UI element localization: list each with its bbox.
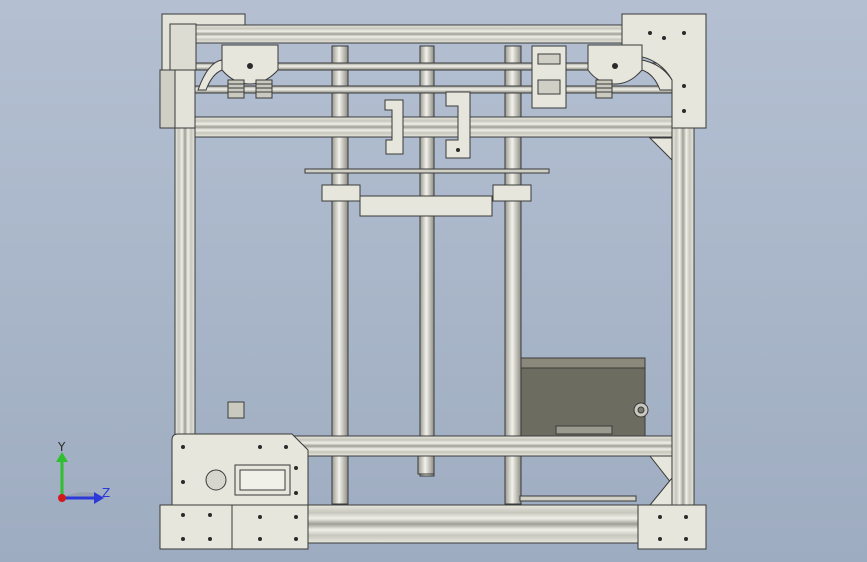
pulley-lower-left [227, 401, 245, 419]
bottom-left-bracket [231, 504, 309, 550]
idler-arm-left [197, 59, 223, 91]
lead-screw-stub [417, 455, 435, 475]
bottom-right-corner-plate [637, 504, 707, 550]
top-left-block [169, 23, 197, 71]
bed-support-bar [304, 168, 550, 174]
bed-bracket [359, 195, 493, 217]
coordinate-triad: Y Z [48, 440, 128, 520]
idler-arm-right [641, 59, 673, 91]
top-left-foot [159, 69, 176, 129]
x-axis-dot [58, 494, 66, 502]
z-rod-right [504, 45, 522, 505]
bed-bearing-right [492, 184, 532, 202]
bottom-left-corner-plate [159, 504, 233, 550]
z-axis-label: Z [102, 486, 111, 500]
brace-right-top [648, 137, 673, 162]
z-rod-center [419, 45, 435, 477]
carriage-clip-right [445, 91, 471, 159]
stepper-motor-body [520, 357, 646, 437]
carriage-clip-left [384, 99, 404, 155]
brace-right-lower [648, 476, 673, 506]
brace-right-upper [648, 455, 673, 486]
z-rod-left [331, 45, 349, 505]
bottom-plate-strip [519, 495, 637, 502]
top-rail-lower [191, 116, 673, 138]
top-rail-upper [161, 24, 703, 44]
right-upright [671, 119, 695, 506]
pulley-top-left [227, 79, 273, 99]
pulley-top-right [595, 79, 613, 99]
y-axis-label: Y [58, 440, 66, 454]
bed-bearing-left [321, 184, 361, 202]
